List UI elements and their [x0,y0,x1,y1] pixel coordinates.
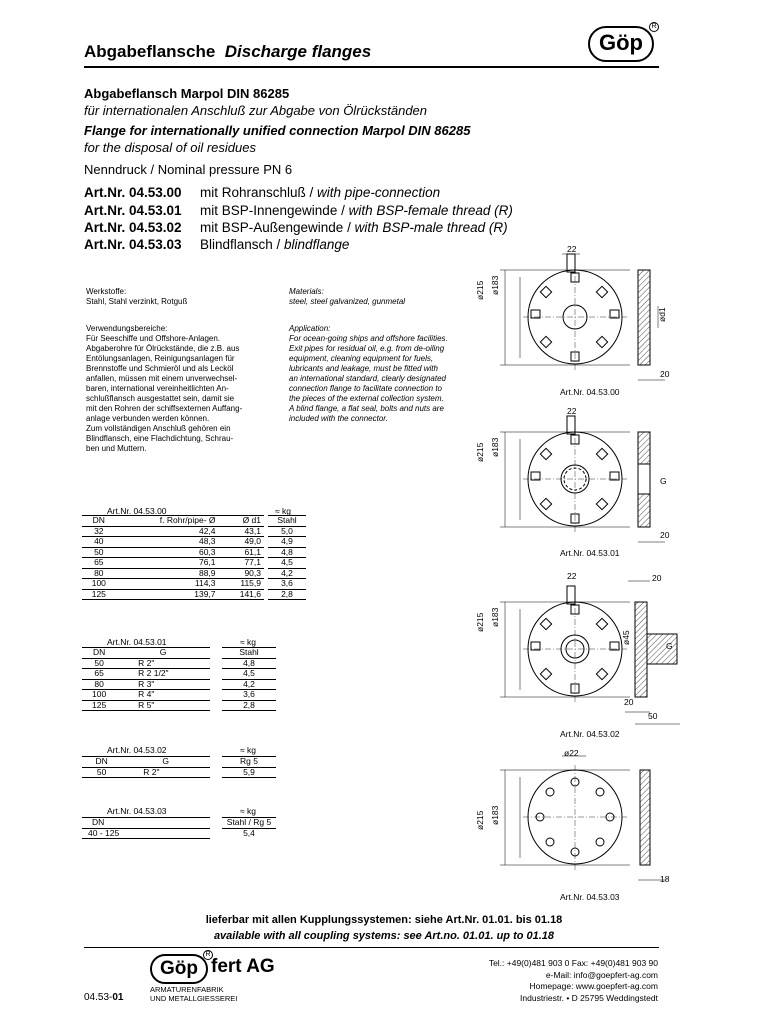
drawing-caption: Art.Nr. 04.53.00 [560,387,620,397]
table1-weight: Stahl 5,0 4,9 4,8 4,5 4,2 3,6 2,8 [268,515,306,600]
footer-note-de: lieferbar mit allen Kupplungssystemen: s… [205,914,563,926]
table4-title: Art.Nr. 04.53.03 [107,806,167,816]
header-rule [84,66,659,68]
table3-kg: ≈ kg [240,745,257,755]
drawing-04-53-02 [500,580,680,725]
intro-sub-en: for the disposal of oil residues [84,140,256,155]
dim-label: 50 [648,711,658,721]
table2-kg: ≈ kg [240,637,257,647]
drawing-04-53-00 [500,253,665,381]
table1-kg: ≈ kg [275,506,292,516]
footer-rule [84,947,659,948]
dim-label: 22 [567,406,577,416]
dim-label: ø22 [564,748,579,758]
dim-label: 22 [567,571,577,581]
table4: DN 40 - 125 [82,817,210,839]
table2-title: Art.Nr. 04.53.01 [107,637,167,647]
drawing-caption: Art.Nr. 04.53.01 [560,548,620,558]
dim-label: G [666,641,673,651]
page-number: 04.53-01 [84,992,124,1003]
dim-label: 22 [567,244,577,254]
table2-weight: Stahl 4,8 4,5 4,2 3,6 2,8 [222,647,276,711]
application-de: Verwendungsbereiche: Für Seeschiffe und … [86,324,243,453]
dim-label: ø183 [490,607,500,627]
dim-label: 20 [652,573,662,583]
drawing-caption: Art.Nr. 04.53.02 [560,729,620,739]
contact-info: Tel.: +49(0)481 903 0 Fax: +49(0)481 903… [488,958,658,1003]
materials-de: Werkstoffe: Stahl, Stahl verzinkt, Rotgu… [86,287,188,306]
intro-title-en: Flange for internationally unified conne… [84,123,471,138]
application-en: Application: For ocean-going ships and o… [289,324,448,423]
table4-kg: ≈ kg [240,806,257,816]
dim-label: G [660,476,667,486]
dim-label: ø215 [475,810,485,830]
company-name: fert AG [211,956,275,977]
dim-label: ø183 [490,437,500,457]
dim-label: ø183 [490,805,500,825]
intro-sub-de: für internationalen Anschluß zur Abgabe … [84,103,428,118]
dim-label: 18 [660,874,670,884]
flange-drawings [500,253,680,881]
table-row: 40 - 125 [82,828,210,839]
drawing-04-53-01 [500,415,665,543]
dim-label: ø215 [475,280,485,300]
intro-title-de: Abgabeflansch Marpol DIN 86285 [84,86,290,101]
company-subtitle: ARMATURENFABRIK UND METALLGIESSEREI [150,985,238,1003]
footer-note-en: available with all coupling systems: see… [213,930,555,942]
dim-label: ø45 [621,630,631,645]
dim-label: 20 [660,530,670,540]
dim-label: ø215 [475,442,485,462]
table3-weight: Rg 5 5,9 [222,756,276,778]
dim-label: ø183 [490,275,500,295]
table4-weight: Stahl / Rg 5 5,4 [222,817,276,838]
materials-en: Materials: steel, steel galvanized, gunm… [289,287,406,306]
dim-label: 20 [660,369,670,379]
page-title: Abgabeflansche Discharge flanges [84,42,372,61]
dim-label: 20 [624,697,634,707]
dim-label: ø215 [475,612,485,632]
drawing-caption: Art.Nr. 04.53.03 [560,892,620,902]
table3-title: Art.Nr. 04.53.02 [107,745,167,755]
dim-label: ød1 [657,307,667,322]
nominal-pressure: Nenndruck / Nominal pressure PN 6 [84,162,293,177]
drawing-04-53-03 [500,755,665,881]
table1-title: Art.Nr. 04.53.00 [107,506,167,516]
